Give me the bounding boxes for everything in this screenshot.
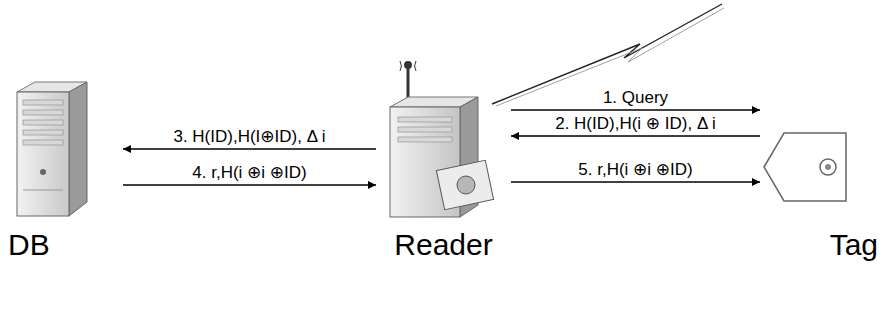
message-label: 3. H(ID),H(I⊕ID), Δ i bbox=[171, 127, 327, 146]
message-label: 1. Query bbox=[601, 88, 670, 107]
device-node: Tag bbox=[762, 125, 883, 262]
message-arrow bbox=[511, 109, 760, 111]
reader-icon bbox=[378, 55, 503, 225]
device-label: Reader bbox=[378, 228, 509, 262]
message-arrow bbox=[123, 148, 376, 150]
device-label: DB bbox=[5, 228, 121, 262]
lightning-bolt bbox=[496, 8, 724, 106]
device-node: Reader bbox=[378, 55, 509, 262]
message-arrow bbox=[511, 135, 760, 137]
message-label: 2. H(ID),H(i ⊕ ID), Δ i bbox=[553, 114, 718, 133]
message-arrow bbox=[123, 184, 376, 186]
message-arrow bbox=[511, 181, 760, 183]
message-label: 5. r,H(i ⊕i ⊕ID) bbox=[576, 160, 694, 179]
db-icon bbox=[5, 80, 115, 222]
message-label: 4. r,H(i ⊕i ⊕ID) bbox=[190, 163, 308, 182]
device-node: DB bbox=[5, 80, 121, 262]
tag-icon bbox=[762, 125, 877, 215]
device-label: Tag bbox=[762, 228, 883, 262]
